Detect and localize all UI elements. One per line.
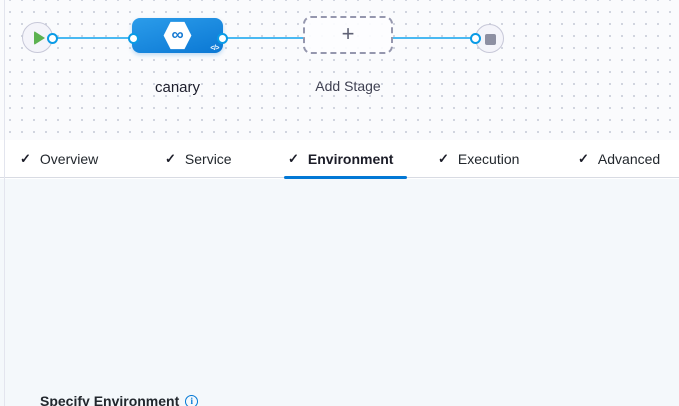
- tab-environment[interactable]: ✓ Environment: [284, 140, 408, 179]
- pipeline-canvas[interactable]: ∞ </> + canary Add Stage: [0, 0, 679, 140]
- play-icon: [34, 31, 45, 45]
- panel-left-edge: [4, 0, 5, 406]
- tab-label: Execution: [457, 151, 520, 167]
- add-stage-label: Add Stage: [315, 78, 381, 94]
- plus-icon: +: [341, 21, 355, 46]
- tab-label: Overview: [39, 151, 99, 167]
- stage-tabbar: ✓ Overview ✓ Service ✓ Environment ✓ Exe…: [0, 140, 679, 179]
- connector-addstage-to-end: [392, 37, 477, 39]
- check-icon: ✓: [578, 151, 589, 166]
- deployment-hexagon-icon: ∞: [163, 21, 192, 50]
- tab-advanced[interactable]: ✓ Advanced: [578, 140, 660, 178]
- add-stage-button[interactable]: +: [303, 16, 393, 54]
- tab-label: Environment: [307, 151, 394, 167]
- connector-port: [217, 32, 228, 44]
- info-icon[interactable]: i: [185, 394, 199, 406]
- code-icon: </>: [210, 45, 219, 52]
- tab-service[interactable]: ✓ Service: [165, 140, 232, 178]
- connector-port: [470, 32, 481, 44]
- tab-label: Advanced: [597, 151, 661, 167]
- environment-tab-panel: Specify Environment i Σx ‹ Back Continue…: [0, 179, 679, 406]
- check-icon: ✓: [438, 151, 449, 166]
- cd-infinity-icon: ∞: [171, 25, 184, 44]
- field-label-text: Specify Environment: [40, 393, 180, 406]
- tab-label: Service: [184, 151, 232, 167]
- check-icon: ✓: [165, 151, 176, 166]
- tab-execution[interactable]: ✓ Execution: [438, 140, 519, 178]
- stop-icon: [485, 34, 496, 45]
- specify-environment-label: Specify Environment i: [40, 393, 199, 406]
- connector-port: [47, 32, 58, 44]
- active-tab-underline: [284, 176, 408, 179]
- connector-start-to-stage: [52, 37, 134, 39]
- tab-overview[interactable]: ✓ Overview: [20, 140, 98, 178]
- check-icon: ✓: [288, 151, 299, 166]
- stage-name-label: canary: [154, 79, 201, 96]
- connector-port: [128, 32, 139, 44]
- check-icon: ✓: [20, 151, 31, 166]
- connector-stage-to-addstage: [222, 37, 305, 39]
- stage-node-canary[interactable]: ∞ </>: [132, 18, 223, 53]
